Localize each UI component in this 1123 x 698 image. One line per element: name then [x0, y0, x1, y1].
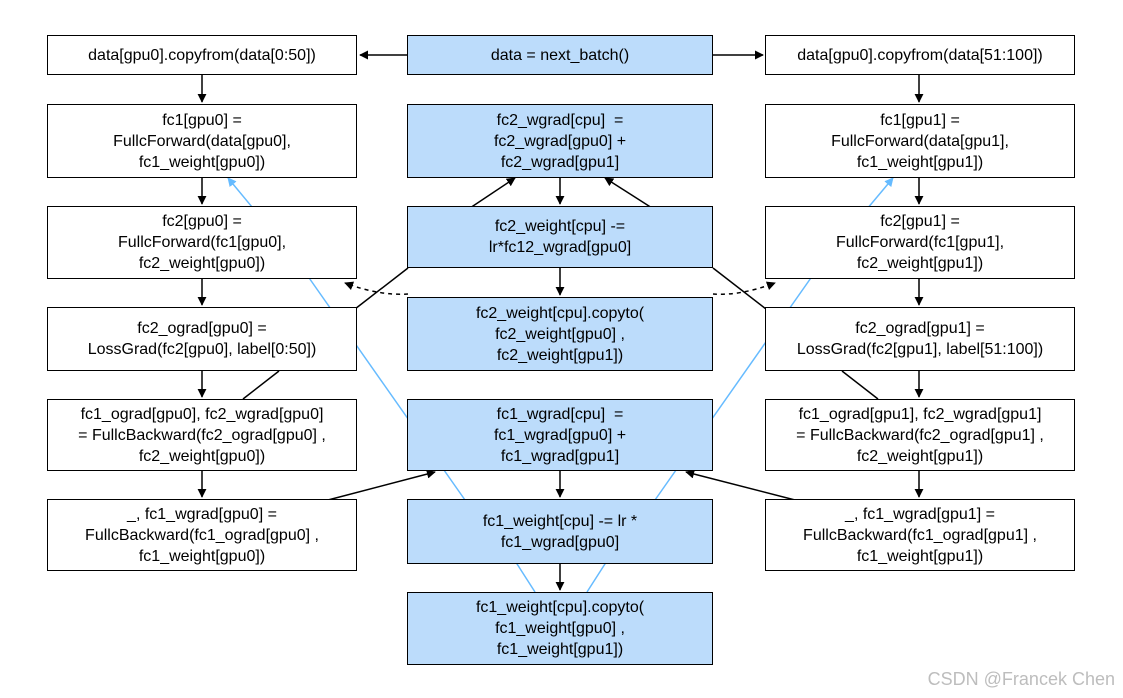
left-loss-grad-box: fc2_ograd[gpu0] = LossGrad(fc2[gpu0], lab… — [47, 307, 357, 371]
edge-dashed-left — [344, 281, 409, 296]
node-label-line: FullcForward(fc1[gpu0], — [117, 234, 287, 251]
node-label-line: fc1_weight[gpu0]) — [138, 547, 266, 565]
node-label-line: fc2_weight[cpu].copyto( — [475, 304, 645, 322]
node-label-line: fc2_weight[gpu1]) — [856, 255, 984, 272]
node-label-line: LossGrad(fc2[gpu0], label[0:50]) — [87, 341, 317, 358]
node-label-line: FullcForward(data[gpu1], — [831, 132, 1009, 150]
node-label-line: fc2_wgrad[gpu0] + — [493, 132, 627, 150]
node-label-line: fc2_weight[gpu1]) — [496, 346, 624, 364]
node-label-line: fc1_wgrad[cpu] = — [496, 405, 624, 423]
watermark: CSDN @Francek Chen — [927, 669, 1115, 689]
center-fc1-weight-copy-box: fc1_weight[cpu].copyto( fc1_weight[gpu0] … — [407, 592, 713, 665]
node-label-line: fc2_ograd[gpu1] = — [855, 320, 985, 337]
node-label-line: fc2[gpu1] = — [880, 213, 960, 230]
right-fc1-backward-box: _, fc1_wgrad[gpu1] = FullcBackward(fc1_og… — [765, 499, 1075, 571]
edge-right-backward-to-center — [841, 370, 879, 400]
node-label-line: fc1_weight[cpu] -= lr * — [482, 512, 638, 530]
node-label-line: fc1_weight[cpu].copyto( — [475, 599, 645, 616]
node-label-line: fc1[gpu1] = — [880, 111, 960, 129]
node-label-line: data[gpu0].copyfrom(data[0:50]) — [88, 46, 316, 64]
node-label-line: = FullcBackward(fc2_ograd[gpu0] , — [78, 426, 326, 444]
node-label-line: fc1_weight[gpu0] , — [495, 620, 625, 637]
edge-update-to-fc2-sum-left — [469, 177, 516, 209]
node-label-line: FullcForward(data[gpu0], — [113, 132, 291, 150]
center-fc2-weight-copy-box: fc2_weight[cpu].copyto( fc2_weight[gpu0] … — [407, 297, 713, 371]
node-label-line: FullcBackward(fc1_ograd[gpu0] , — [85, 526, 319, 544]
node-label-line: LossGrad(fc2[gpu1], label[51:100]) — [796, 341, 1044, 358]
left-fc1-forward-box: fc1[gpu0] = FullcForward(data[gpu0], fc1_w… — [47, 104, 357, 178]
left-fc1-backward-box: _, fc1_wgrad[gpu0] = FullcBackward(fc1_og… — [47, 499, 357, 571]
node-label-line: = FullcBackward(fc2_ograd[gpu1] , — [796, 426, 1044, 444]
center-fc1-weight-update-box: fc1_weight[cpu] -= lr * fc1_wgrad[gpu0] — [407, 499, 713, 564]
node-label-line: _, fc1_wgrad[gpu0] = — [127, 505, 277, 523]
node-label-line: data[gpu0].copyfrom(data[51:100]) — [797, 46, 1043, 64]
center-fc2-wgrad-sum-box: fc2_wgrad[cpu] = fc2_wgrad[gpu0] + fc2_wgr… — [407, 104, 713, 178]
right-fc2-backward-box: fc1_ograd[gpu1], fc2_wgrad[gpu1] = FullcB… — [765, 399, 1075, 471]
node-label-line: FullcBackward(fc1_ograd[gpu1] , — [803, 526, 1037, 544]
node-label-line: fc2_weight[gpu0] , — [495, 325, 625, 343]
node-label-line: fc1_wgrad[gpu0] + — [493, 426, 627, 444]
right-loss-grad-box: fc2_ograd[gpu1] = LossGrad(fc2[gpu1], lab… — [765, 307, 1075, 371]
node-label-line: fc1_weight[gpu1]) — [496, 641, 624, 658]
edge-left-backward-to-center — [242, 370, 280, 400]
left-fc2-forward-box: fc2[gpu0] = FullcForward(fc1[gpu0], fc2_we… — [47, 206, 357, 279]
node-label-line: fc2[gpu0] = — [162, 213, 242, 230]
node-label-line: fc2_weight[gpu0]) — [138, 447, 266, 465]
node-label-line: fc1_wgrad[gpu0] — [500, 533, 620, 551]
node-label-line: FullcForward(fc1[gpu1], — [835, 234, 1005, 251]
edge-left-loss-to-center — [354, 267, 409, 310]
edge-right-loss-to-center — [712, 267, 767, 310]
right-copy-data-box: data[gpu0].copyfrom(data[51:100]) — [765, 35, 1075, 75]
edge-dashed-right — [712, 281, 776, 296]
left-fc2-backward-box: fc1_ograd[gpu0], fc2_wgrad[gpu0] = FullcB… — [47, 399, 357, 471]
center-next-batch-box: data = next_batch() — [407, 35, 713, 75]
node-label-line: fc1_ograd[gpu0], fc2_wgrad[gpu0] — [80, 405, 324, 423]
center-fc1-wgrad-sum-box: fc1_wgrad[cpu] = fc1_wgrad[gpu0] + fc1_wgr… — [407, 399, 713, 471]
node-label-line: fc2_wgrad[cpu] = — [496, 111, 624, 129]
edge-left-fc1wgrad-to-sum — [327, 469, 436, 501]
node-label-line: fc2_weight[gpu0]) — [138, 255, 266, 272]
node-label-line: lr*fc12_wgrad[gpu0] — [488, 239, 632, 256]
node-label-line: fc1_weight[gpu0]) — [138, 153, 266, 171]
edge-right-fc1wgrad-to-sum — [685, 469, 796, 501]
center-fc2-weight-update-box: fc2_weight[cpu] -= lr*fc12_wgrad[gpu0] — [407, 206, 713, 268]
left-copy-data-box: data[gpu0].copyfrom(data[0:50]) — [47, 35, 357, 75]
node-label-line: fc1[gpu0] = — [162, 111, 242, 129]
node-label-line: data = next_batch() — [490, 46, 630, 64]
node-label-line: fc1_weight[gpu1]) — [856, 547, 984, 565]
node-label-line: fc2_weight[gpu1]) — [856, 447, 984, 465]
node-label-line: _, fc1_wgrad[gpu1] = — [845, 505, 995, 523]
edge-update-to-fc2-sum-right — [604, 177, 653, 209]
node-label-line: fc2_ograd[gpu0] = — [137, 320, 267, 337]
node-label-line: fc1_wgrad[gpu1] — [500, 447, 620, 465]
right-fc1-forward-box: fc1[gpu1] = FullcForward(data[gpu1], fc1_w… — [765, 104, 1075, 178]
node-label-line: fc1_weight[gpu1]) — [856, 153, 984, 171]
right-fc2-forward-box: fc2[gpu1] = FullcForward(fc1[gpu1], fc2_we… — [765, 206, 1075, 279]
node-label-line: fc1_ograd[gpu1], fc2_wgrad[gpu1] — [798, 405, 1042, 423]
node-label-line: fc2_weight[cpu] -= — [494, 218, 626, 235]
node-label-line: fc2_wgrad[gpu1] — [500, 153, 620, 171]
